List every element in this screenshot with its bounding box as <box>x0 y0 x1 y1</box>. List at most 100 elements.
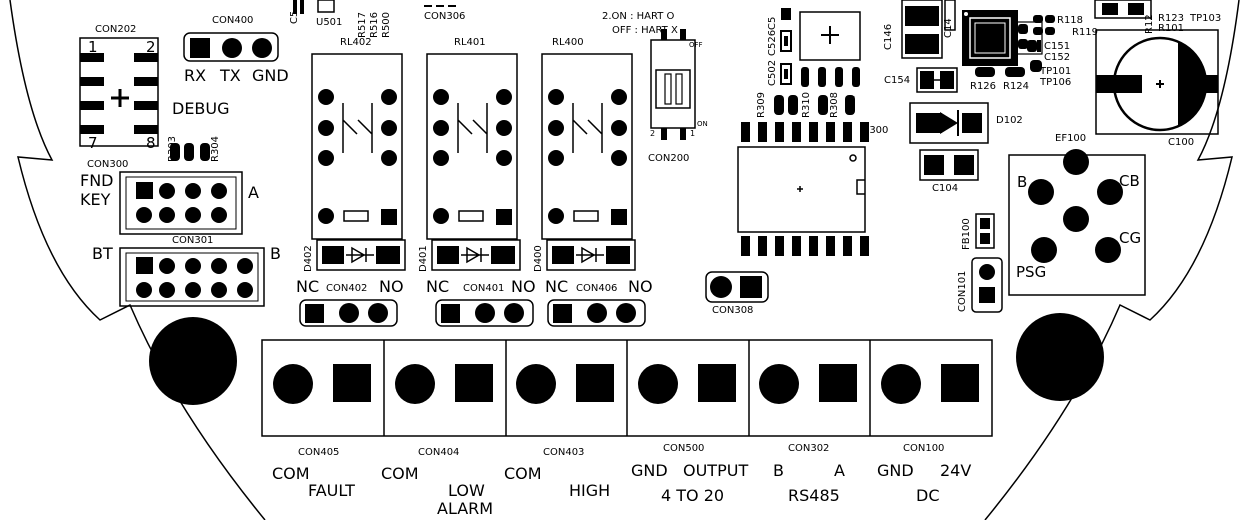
c526-ref: C526 <box>767 29 778 56</box>
con406-nc: NC <box>545 277 569 296</box>
con403-ref: CON403 <box>543 447 585 458</box>
con500-output: OUTPUT <box>683 461 749 480</box>
c100-ref: C100 <box>1168 137 1195 148</box>
ef100-connector <box>1008 149 1146 296</box>
r517-ref: R517 <box>357 11 368 38</box>
mount-hole-left <box>149 317 237 405</box>
con202-pin7: 7 <box>88 134 98 152</box>
ef100-ref: EF100 <box>1055 133 1087 144</box>
con402-header <box>299 299 398 327</box>
diode-d402 <box>316 239 406 271</box>
con401-header <box>435 299 534 327</box>
con302-ref: CON302 <box>788 443 830 454</box>
con100-24v: 24V <box>940 461 972 480</box>
con405-com: COM <box>272 464 310 483</box>
con302-b: B <box>773 461 784 480</box>
con300-ref: CON300 <box>87 159 129 170</box>
con200-ref: CON200 <box>648 153 690 164</box>
con404-ref: CON404 <box>418 447 460 458</box>
con202-pin8: 8 <box>146 134 156 152</box>
con301-ref: CON301 <box>172 235 214 246</box>
ef100-pin-psg: PSG <box>1016 263 1047 281</box>
cap-c100 <box>1095 29 1219 135</box>
debug-label: DEBUG <box>172 99 230 118</box>
diode-d402-ref: D402 <box>303 245 314 272</box>
con400-header <box>183 32 279 62</box>
con401-nc: NC <box>426 277 450 296</box>
con300-fnd: FND <box>80 171 114 190</box>
c502-ref: C502 <box>767 59 778 86</box>
con405-ref: CON405 <box>298 447 340 458</box>
ef100-pin-b: B <box>1017 173 1028 191</box>
regulator-footprint <box>799 11 861 87</box>
con301-header <box>119 247 265 307</box>
r309-ref: R309 <box>756 91 767 118</box>
r310-ref: R310 <box>801 91 812 118</box>
con202-pin1: 1 <box>88 38 98 56</box>
r516-ref: R516 <box>369 11 380 38</box>
con406-ref: CON406 <box>576 283 618 294</box>
r304-ref: R304 <box>210 135 221 162</box>
c5-ref: C5 <box>289 10 300 24</box>
con400-ref: CON400 <box>212 15 254 26</box>
con101-header <box>971 257 1003 313</box>
con202-footprint <box>79 37 159 147</box>
r124-ref: R124 <box>1003 81 1030 92</box>
fb100-ref: FB100 <box>961 218 972 250</box>
con400-pin-tx: TX <box>220 66 241 85</box>
relay-rl401-ref: RL401 <box>454 37 486 48</box>
u300-ref: U300 <box>862 125 889 136</box>
con406-no: NO <box>628 277 653 296</box>
relay-rl401 <box>426 53 518 240</box>
r118-ref: R118 <box>1057 15 1084 26</box>
con301-side: B <box>270 244 281 263</box>
con200-note-on: 2.ON : HART O <box>602 11 675 22</box>
r308-ref: R308 <box>829 91 840 118</box>
d102-ref: D102 <box>996 115 1023 126</box>
tp103-ref: TP103 <box>1190 13 1222 24</box>
relay-rl402-ref: RL402 <box>340 37 372 48</box>
r119-ref: R119 <box>1072 27 1099 38</box>
diode-d401-ref: D401 <box>418 245 429 272</box>
con200-on: ON <box>697 120 708 128</box>
diode-d401 <box>431 239 521 271</box>
relay-rl400 <box>541 53 633 240</box>
tp101-ref: TP101 <box>1040 66 1072 77</box>
con202-ref: CON202 <box>95 24 137 35</box>
con100-function: DC <box>916 486 940 505</box>
con405-function: FAULT <box>308 481 355 500</box>
con500-gnd: GND <box>631 461 668 480</box>
r12-ref: R12 <box>1144 14 1155 34</box>
diode-d400-ref: D400 <box>533 245 544 272</box>
con302-a: A <box>834 461 845 480</box>
con300-side: A <box>248 183 259 202</box>
con308-ref: CON308 <box>712 305 754 316</box>
con200-switch <box>650 29 696 140</box>
con400-pin-gnd: GND <box>252 66 289 85</box>
diode-d102 <box>909 102 989 144</box>
ic-u300 <box>737 122 869 256</box>
tp106-ref: TP106 <box>1040 77 1072 88</box>
con400-pin-rx: RX <box>184 66 207 85</box>
diode-d400 <box>546 239 636 271</box>
terminal-block <box>261 339 993 437</box>
con404-function-2: ALARM <box>437 499 494 518</box>
con300-header <box>119 171 243 235</box>
con402-ref: CON402 <box>326 283 368 294</box>
con100-gnd: GND <box>877 461 914 480</box>
con500-ref: CON500 <box>663 443 705 454</box>
con404-function: LOW <box>448 481 485 500</box>
con200-note-off: OFF : HART X <box>612 25 678 36</box>
c14-ref: C14 <box>943 18 954 38</box>
r126-ref: R126 <box>970 81 997 92</box>
con500-function: 4 TO 20 <box>661 486 725 505</box>
u501-ref: U501 <box>316 17 343 28</box>
con402-nc: NC <box>296 277 320 296</box>
con404-com: COM <box>381 464 419 483</box>
cap-c154 <box>916 67 958 93</box>
con306-ref: CON306 <box>424 11 466 22</box>
con101-ref: CON101 <box>957 270 968 312</box>
con403-function: HIGH <box>569 481 611 500</box>
mcu-footprint <box>962 10 1018 66</box>
